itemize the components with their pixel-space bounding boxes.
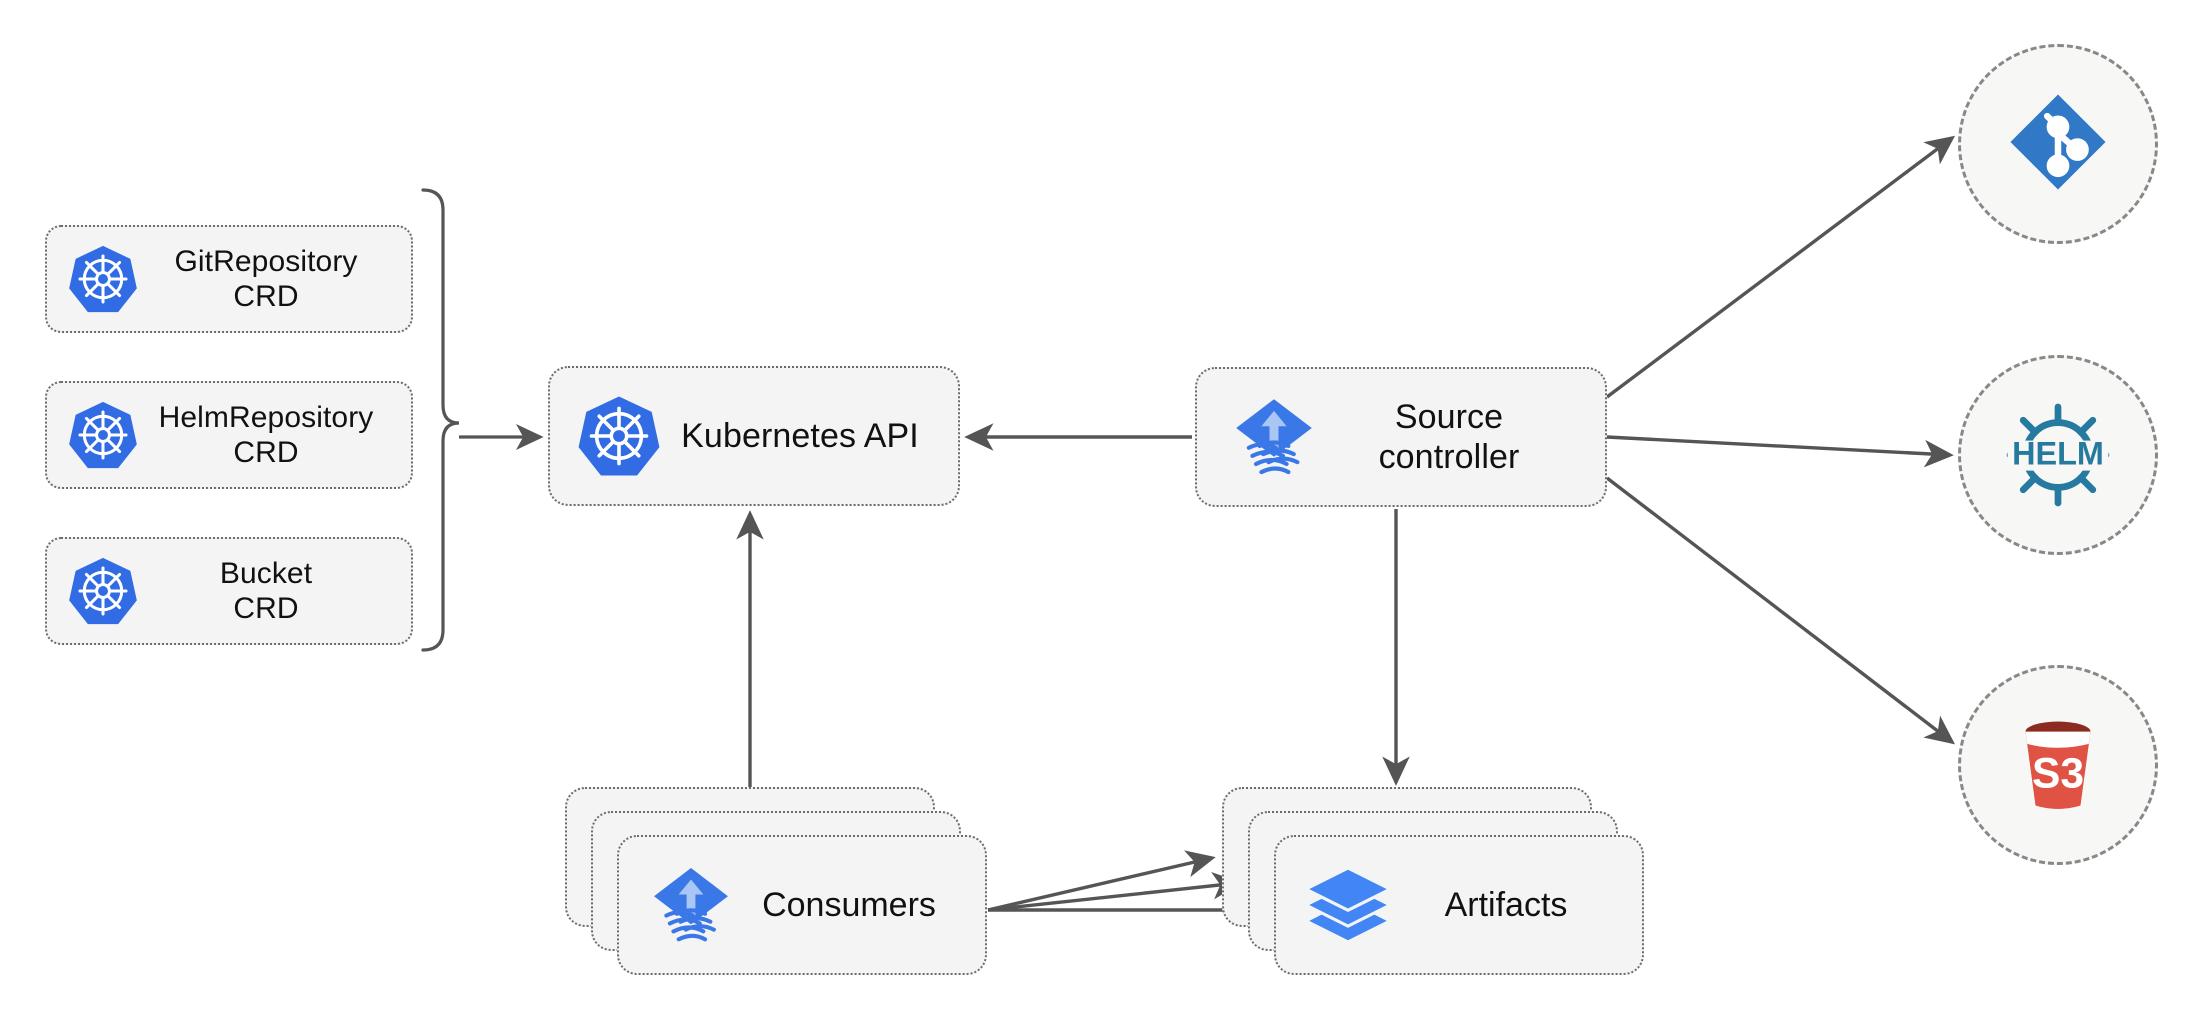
edge-source-controller-to-git	[1605, 135, 1956, 399]
edge-consumers-to-artifacts-2	[987, 872, 1242, 912]
endpoint-git[interactable]	[1958, 44, 2158, 244]
endpoint-helm[interactable]: HELM	[1958, 355, 2158, 555]
kubernetes-icon	[67, 243, 139, 315]
node-label: Kubernetes API	[681, 416, 919, 455]
crd-card-helmrepository[interactable]: HelmRepository CRD	[45, 381, 413, 489]
crd-label-line2: CRD	[233, 436, 299, 469]
kubernetes-icon	[67, 555, 139, 627]
flux-icon	[1229, 392, 1319, 482]
s3-bucket-icon: S3	[2002, 707, 2114, 824]
kubernetes-icon	[576, 393, 662, 479]
crd-card-gitrepository[interactable]: GitRepository CRD	[45, 225, 413, 333]
artifacts-card-front[interactable]: Artifacts	[1274, 835, 1644, 975]
layers-icon	[1304, 861, 1392, 949]
edge-consumers-to-artifacts-1	[987, 850, 1216, 912]
crd-card-label: Bucket CRD	[139, 556, 411, 627]
kubernetes-icon	[67, 399, 139, 471]
node-label-line2: controller	[1378, 438, 1520, 476]
helm-icon: HELM	[1998, 395, 2118, 515]
crd-card-label: GitRepository CRD	[139, 244, 411, 315]
crd-card-bucket[interactable]: Bucket CRD	[45, 537, 413, 645]
crd-card-label: HelmRepository CRD	[139, 400, 411, 471]
crd-group-bracket	[421, 188, 460, 652]
consumers-card-front[interactable]: Consumers	[617, 835, 987, 975]
node-label: Consumers	[762, 885, 936, 924]
git-icon	[2004, 88, 2112, 201]
node-label: Source controller	[1319, 397, 1605, 477]
crd-label-line1: HelmRepository	[158, 400, 374, 434]
endpoint-s3[interactable]: S3	[1958, 665, 2158, 865]
crd-label-line2: CRD	[233, 280, 299, 313]
edge-source-controller-to-s3	[1605, 476, 1956, 745]
crd-label-line1: Bucket	[219, 556, 313, 590]
crd-label-line1: GitRepository	[174, 244, 358, 278]
node-label-line1: Source	[1394, 397, 1504, 436]
node-label: Artifacts	[1444, 885, 1568, 924]
crd-label-line2: CRD	[233, 592, 299, 625]
node-kubernetes-api[interactable]: Kubernetes API	[548, 366, 960, 506]
edge-source-controller-to-helm	[1606, 435, 1954, 468]
s3-label: S3	[2032, 749, 2084, 797]
helm-label: HELM	[2012, 436, 2104, 472]
node-source-controller[interactable]: Source controller	[1195, 367, 1607, 507]
flux-icon	[647, 861, 735, 949]
